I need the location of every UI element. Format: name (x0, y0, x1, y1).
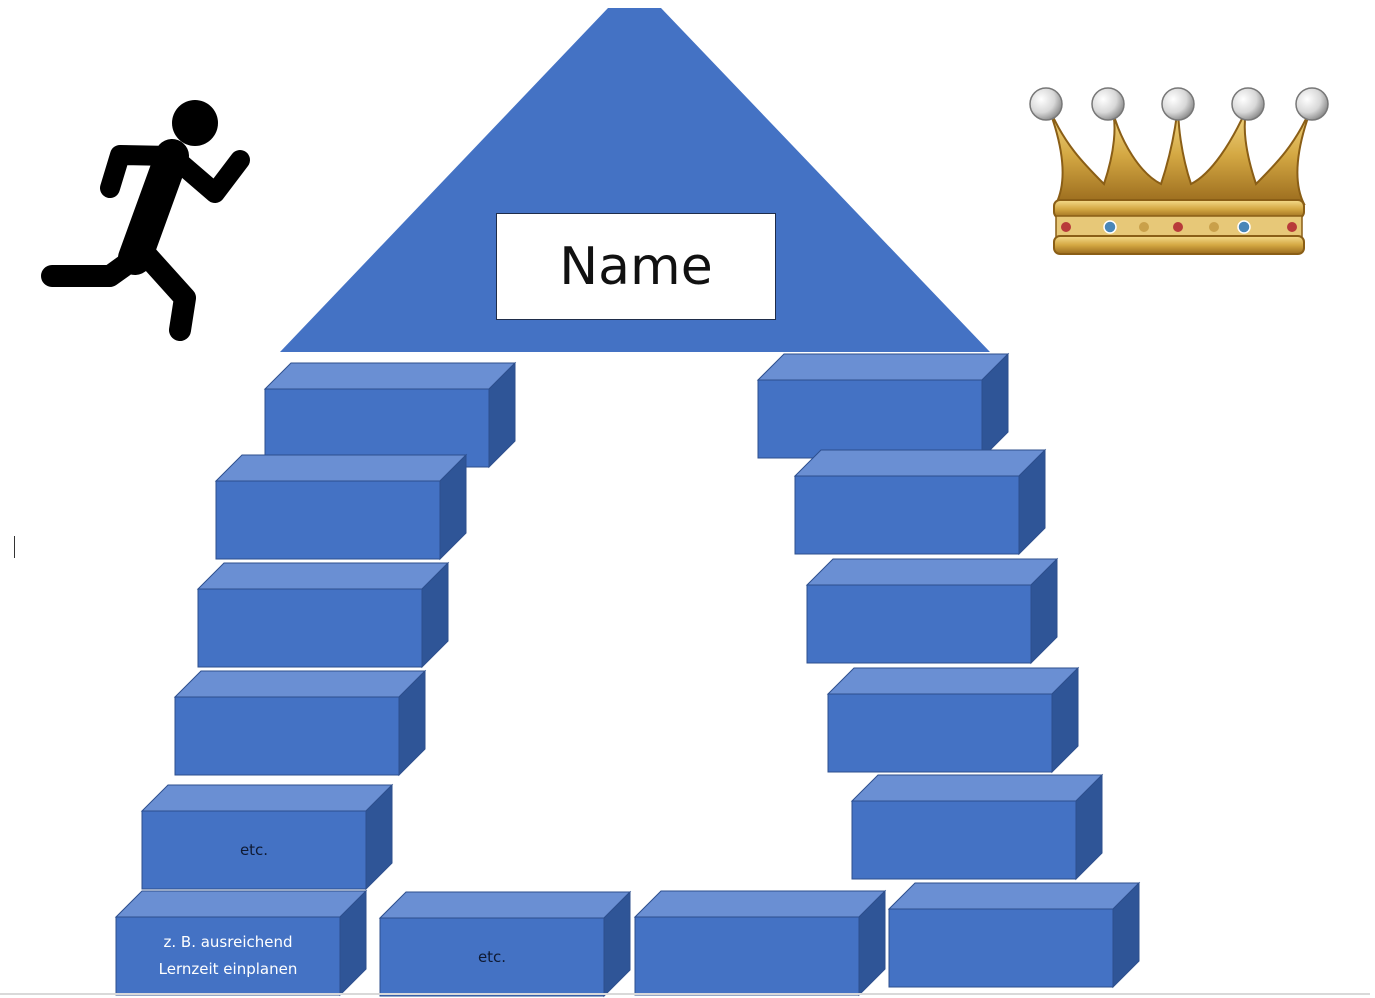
block-shape (756, 352, 1010, 460)
block-shape (140, 783, 394, 891)
block-front-face (215, 480, 441, 560)
crown-icon (1029, 87, 1329, 255)
left-block-4 (173, 669, 427, 777)
block-shape (793, 448, 1047, 556)
block-top-face (826, 667, 1080, 695)
block-top-face (114, 890, 368, 918)
bottom-block-2-label (635, 917, 859, 995)
right-block-5-label (852, 801, 1076, 879)
right-block-5 (850, 773, 1104, 881)
bottom-block-1-label: etc. (477, 947, 507, 966)
right-block-1 (756, 352, 1010, 460)
block-front-face (827, 693, 1053, 773)
block-top-face (196, 562, 450, 590)
bottom-block-2 (633, 889, 887, 997)
block-top-face (633, 890, 887, 918)
right-block-4-label (828, 694, 1052, 772)
bottom-block-3 (887, 881, 1141, 989)
block-top-face (214, 454, 468, 482)
block-top-face (887, 882, 1141, 910)
left-block-6: z. B. ausreichend Lernzeit einplanen (114, 889, 368, 997)
block-shape (850, 773, 1104, 881)
bottom-block-3-label (889, 909, 1113, 987)
block-front-face (115, 916, 341, 996)
block-shape (173, 669, 427, 777)
block-front-face (174, 696, 400, 776)
block-top-face (263, 362, 517, 390)
left-block-1 (263, 361, 517, 469)
block-front-face (794, 475, 1020, 555)
left-block-5: etc. (140, 783, 394, 891)
block-top-face (756, 353, 1010, 381)
block-front-face (806, 584, 1032, 664)
block-top-face (793, 449, 1047, 477)
left-block-4-label (175, 697, 399, 775)
block-shape (633, 889, 887, 997)
page-edge-line (0, 993, 1370, 995)
block-shape (378, 890, 632, 998)
block-shape (805, 557, 1059, 665)
right-block-1-label (758, 380, 982, 458)
name-box: Name (496, 213, 776, 320)
block-shape (887, 881, 1141, 989)
right-block-4 (826, 666, 1080, 774)
block-front-face (379, 917, 605, 997)
block-top-face (850, 774, 1104, 802)
block-shape (826, 666, 1080, 774)
block-shape (114, 889, 368, 997)
text-cursor (14, 536, 15, 558)
right-block-3-label (807, 585, 1031, 663)
running-person-icon (41, 100, 250, 341)
left-block-3 (196, 561, 450, 669)
block-top-face (805, 558, 1059, 586)
left-block-3-label (198, 589, 422, 667)
block-top-face (140, 784, 394, 812)
right-block-2 (793, 448, 1047, 556)
block-front-face (197, 588, 423, 668)
block-top-face (378, 891, 632, 919)
left-block-6-label: z. B. ausreichend Lernzeit einplanen (158, 933, 298, 978)
name-label: Name (559, 236, 713, 297)
block-top-face (173, 670, 427, 698)
block-front-face (888, 908, 1114, 988)
block-shape (196, 561, 450, 669)
block-front-face (141, 810, 367, 890)
block-shape (263, 361, 517, 469)
left-block-2-label (216, 481, 440, 559)
block-front-face (634, 916, 860, 996)
left-block-5-label: etc. (239, 840, 269, 859)
block-front-face (851, 800, 1077, 880)
block-shape (214, 453, 468, 561)
bottom-block-1: etc. (378, 890, 632, 998)
right-block-3 (805, 557, 1059, 665)
right-block-2-label (795, 476, 1019, 554)
block-front-face (264, 388, 490, 468)
left-block-2 (214, 453, 468, 561)
